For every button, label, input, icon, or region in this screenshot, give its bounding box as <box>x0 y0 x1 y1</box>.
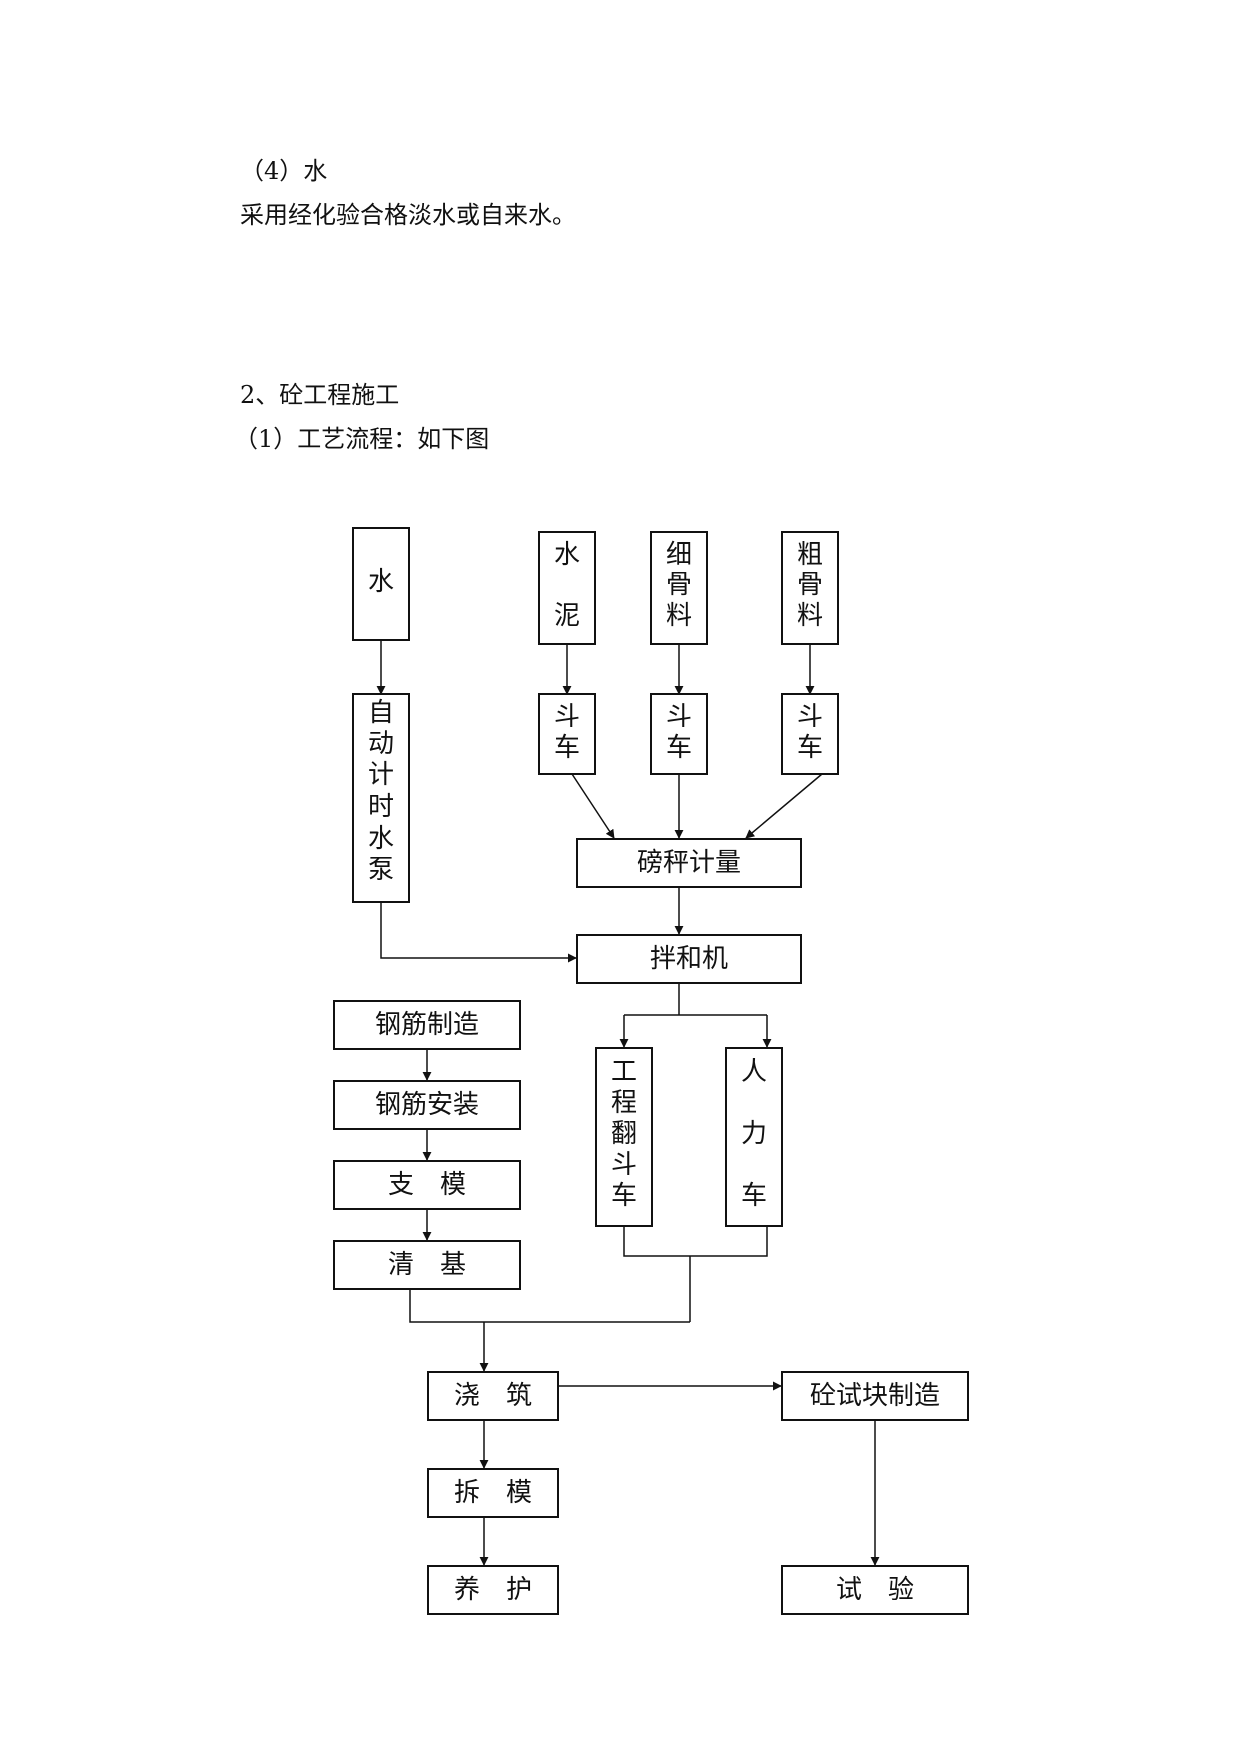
node-scale: 磅秤计量 <box>576 838 802 888</box>
node-label-char: 计 <box>368 760 394 790</box>
arrow-pump-to-mixer <box>380 902 577 963</box>
node-box <box>333 1000 521 1050</box>
process-subheading: （1）工艺流程：如下图 <box>234 425 490 453</box>
node-label-char: 自 <box>368 698 394 728</box>
node-rebar-make: 钢筋制造 <box>333 1000 521 1050</box>
node-label-char: 料 <box>797 601 823 631</box>
node-label-char: 工 <box>611 1057 637 1087</box>
node-formwork: 支 模 <box>333 1160 521 1210</box>
node-box <box>576 838 802 888</box>
node-label: 养 护 <box>454 1575 532 1605</box>
node-box <box>333 1240 521 1290</box>
node-coarse-agg: 粗骨料 <box>781 531 839 645</box>
node-label-char: 斗 <box>666 702 692 732</box>
node-label-char: 车 <box>666 733 692 763</box>
node-label-char: 细 <box>666 540 692 570</box>
node-clean-base: 清 基 <box>333 1240 521 1290</box>
node-label: 砼试块制造 <box>810 1381 940 1411</box>
node-label-char: 泥 <box>554 601 580 631</box>
arrow-hopper-cement-to-scale <box>571 773 615 839</box>
node-box <box>427 1371 559 1421</box>
node-label: 磅秤计量 <box>637 848 741 878</box>
node-label-char: 程 <box>611 1088 637 1118</box>
node-label-char: 车 <box>554 733 580 763</box>
node-box <box>333 1080 521 1130</box>
node-hopper-fine: 斗车 <box>650 693 708 775</box>
node-box <box>427 1468 559 1518</box>
node-box <box>725 1047 783 1227</box>
node-strip: 拆 模 <box>427 1468 559 1518</box>
node-rebar-install: 钢筋安装 <box>333 1080 521 1130</box>
node-box <box>781 1565 969 1615</box>
node-label-char: 斗 <box>554 702 580 732</box>
node-box <box>538 693 596 775</box>
node-label-char: 骨 <box>797 570 823 600</box>
node-label-char: 水 <box>554 540 580 570</box>
node-box <box>595 1047 653 1227</box>
node-label: 钢筋制造 <box>375 1010 479 1040</box>
node-label: 浇 筑 <box>454 1381 532 1411</box>
node-label-char: 人 <box>741 1057 767 1087</box>
node-mixer: 拌和机 <box>576 934 802 984</box>
node-label-char: 斗 <box>611 1150 637 1180</box>
water-description: 采用经化验合格淡水或自来水。 <box>240 201 576 229</box>
node-label: 试 验 <box>836 1575 914 1605</box>
node-label-char: 料 <box>666 601 692 631</box>
node-fine-agg: 细骨料 <box>650 531 708 645</box>
node-box <box>650 693 708 775</box>
node-label-char: 斗 <box>797 702 823 732</box>
node-label-char: 泵 <box>368 855 394 885</box>
node-label: 拌和机 <box>650 944 728 974</box>
node-label-char: 力 <box>741 1119 767 1149</box>
node-test: 试 验 <box>781 1565 969 1615</box>
flow-connectors <box>376 640 880 1566</box>
node-hopper-cement: 斗车 <box>538 693 596 775</box>
node-label: 支 模 <box>388 1170 466 1200</box>
node-label-char: 车 <box>741 1181 767 1211</box>
node-box <box>352 693 410 903</box>
node-box <box>538 531 596 645</box>
node-label-char: 粗 <box>797 540 823 570</box>
line-clean-down <box>409 1289 690 1323</box>
node-label-char: 水 <box>368 567 394 597</box>
water-heading: （4）水 <box>240 157 328 185</box>
node-box <box>427 1565 559 1615</box>
node-label: 清 基 <box>388 1250 466 1280</box>
node-label-char: 时 <box>368 792 394 822</box>
node-water: 水 <box>352 527 410 641</box>
node-label-char: 翻 <box>611 1119 637 1149</box>
node-box <box>781 1371 969 1421</box>
arrow-hopper-coarse-to-scale <box>745 773 823 839</box>
node-label-char: 骨 <box>666 570 692 600</box>
node-box <box>333 1160 521 1210</box>
node-label-char: 车 <box>611 1181 637 1211</box>
line-carts-merge <box>623 1226 768 1257</box>
node-hand-cart: 人力车 <box>725 1047 783 1227</box>
node-cement: 水泥 <box>538 531 596 645</box>
concrete-heading: 2、砼工程施工 <box>240 381 400 409</box>
node-box <box>781 693 839 775</box>
node-label: 拆 模 <box>454 1478 532 1508</box>
node-box <box>781 531 839 645</box>
node-box <box>352 527 410 641</box>
node-label: 钢筋安装 <box>375 1090 479 1120</box>
node-label-char: 水 <box>368 824 394 854</box>
node-hopper-coarse: 斗车 <box>781 693 839 775</box>
node-box <box>576 934 802 984</box>
node-label-char: 动 <box>368 729 394 759</box>
node-box <box>650 531 708 645</box>
node-pour: 浇 筑 <box>427 1371 559 1421</box>
node-specimen: 砼试块制造 <box>781 1371 969 1421</box>
node-cure: 养 护 <box>427 1565 559 1615</box>
node-label-char: 车 <box>797 733 823 763</box>
